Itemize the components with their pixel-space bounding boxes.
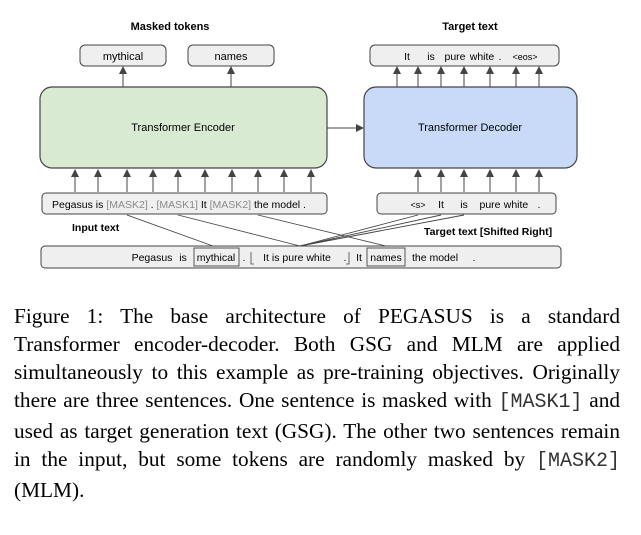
target-token: white [469, 51, 495, 63]
original-sentence-span: It is pure white [263, 252, 331, 264]
mapping-lines [126, 214, 465, 247]
encoder-input-token: is [96, 199, 104, 211]
decoder-input-token: white [503, 199, 529, 211]
decoder-input-token: <s> [410, 200, 425, 210]
masked-token-mythical-label: mythical [103, 51, 143, 63]
original-token: is [179, 252, 187, 264]
original-token: mythical [197, 252, 236, 264]
mythical-highlight [193, 247, 240, 267]
decoder-input-token: . [538, 199, 541, 211]
decoder-label: Transformer Decoder [418, 122, 522, 134]
encoder-input-box: Pegasus is [MASK2] . [MASK1] It [MASK2] … [41, 192, 328, 215]
encoder-input-token: Pegasus [52, 199, 93, 211]
caption-text: Figure 1: The base architecture of PEGAS… [14, 304, 620, 412]
masked-tokens-heading: Masked tokens [131, 21, 210, 33]
original-token: names [370, 252, 402, 264]
original-token: It [356, 252, 362, 264]
decoder-input-box: <s> It is pure white . [376, 192, 557, 215]
names-highlight [366, 247, 406, 267]
target-text-shifted-label: Target text [Shifted Right] [424, 226, 552, 238]
decoder-input-token: pure [479, 199, 500, 211]
encoder-input-token: the model [254, 199, 300, 211]
caption-mask1: [MASK1] [498, 391, 583, 414]
encoder-input-token: . [151, 199, 154, 211]
transformer-decoder: Transformer Decoder [363, 86, 578, 169]
input-text-label: Input text [72, 222, 120, 234]
target-token: . [499, 51, 502, 63]
decoder-input-token: It [438, 199, 444, 211]
masked-token-names: names [187, 44, 275, 67]
original-token: the model [412, 252, 458, 264]
target-token: <eos> [512, 52, 537, 62]
caption-text: (MLM). [14, 478, 85, 502]
caption-text: and used as target generation text (GSG)… [14, 388, 620, 471]
encoder-input-text: Pegasus is [MASK2] . [MASK1] It [MASK2] … [52, 199, 306, 211]
target-token: pure [444, 51, 465, 63]
mask2-token: [MASK2] [106, 199, 148, 211]
encoder-input-token: . [303, 199, 306, 211]
transformer-encoder: Transformer Encoder [39, 86, 328, 169]
caption-mask2: [MASK2] [535, 450, 620, 473]
original-token: . [243, 252, 246, 264]
original-sentence-box: Pegasus is mythical . It is pure white .… [40, 245, 562, 269]
original-token: Pegasus [132, 252, 173, 264]
pegasus-architecture-diagram: Masked tokens Target text mythical names… [39, 21, 578, 269]
masked-token-names-label: names [214, 51, 248, 63]
encoder-input-token: It [201, 199, 207, 211]
figure-caption: Figure 1: The base architecture of PEGAS… [14, 302, 620, 504]
target-text-heading: Target text [442, 21, 498, 33]
target-token: is [427, 51, 435, 63]
encoder-label: Transformer Encoder [131, 122, 235, 134]
original-token: . [344, 252, 347, 264]
target-token: It [404, 51, 410, 63]
target-output-box: It is pure white . <eos> [369, 44, 560, 67]
mask1-token: [MASK1] [157, 199, 199, 211]
masked-token-mythical: mythical [79, 44, 167, 67]
original-token: . [473, 252, 476, 264]
mask2-token: [MASK2] [210, 199, 252, 211]
decoder-input-token: is [460, 199, 468, 211]
